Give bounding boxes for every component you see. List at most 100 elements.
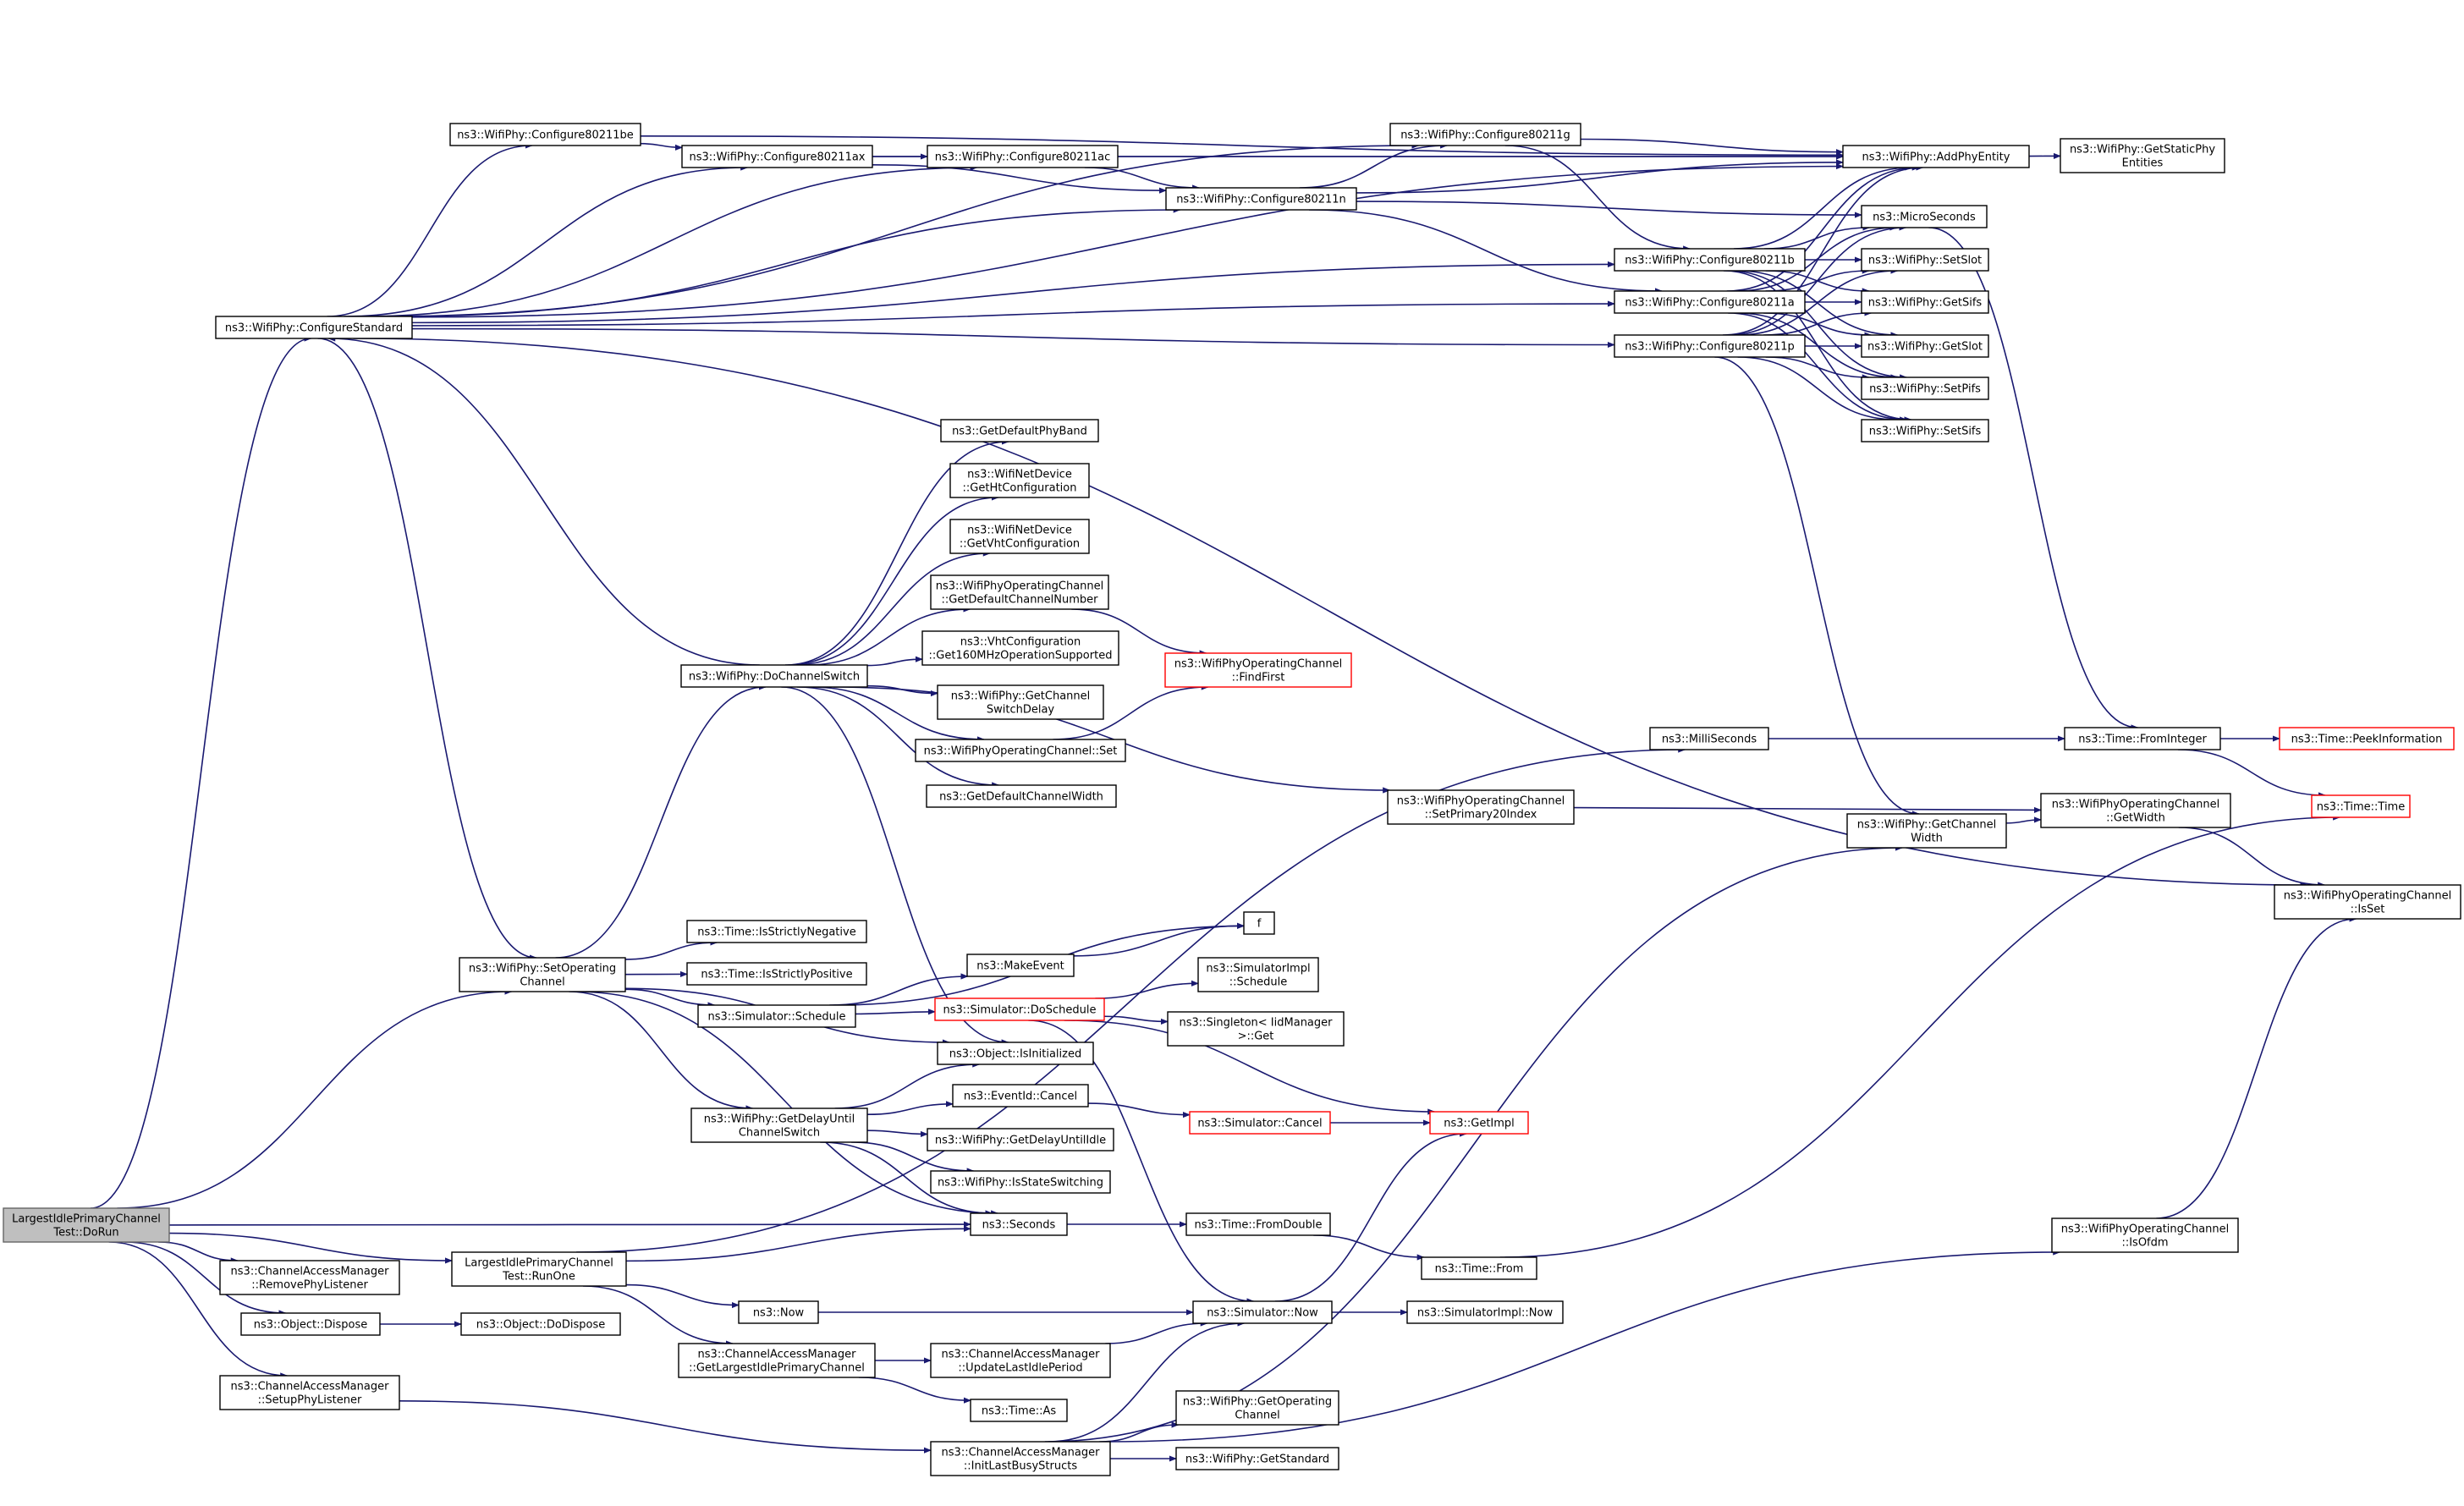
node-isStateSw[interactable]: ns3::WifiPhy::IsStateSwitching bbox=[930, 1170, 1111, 1194]
edge-initLast-to-simNow bbox=[1048, 1320, 1246, 1443]
node-c80211a[interactable]: ns3::WifiPhy::Configure80211a bbox=[1614, 290, 1806, 314]
edge-simNow-to-getImpl bbox=[1274, 1130, 1468, 1302]
node-simSched[interactable]: ns3::Simulator::Schedule bbox=[697, 1004, 856, 1028]
node-label-opGetWidth-1: ::GetWidth bbox=[2106, 812, 2165, 825]
node-strictPos[interactable]: ns3::Time::IsStrictlyPositive bbox=[686, 962, 867, 986]
edge-simSched-to-makeEvent bbox=[829, 973, 969, 1006]
node-setPifs[interactable]: ns3::WifiPhy::SetPifs bbox=[1861, 376, 1989, 400]
node-getVht[interactable]: ns3::WifiNetDevice::GetVhtConfiguration bbox=[949, 519, 1090, 554]
node-label-simImplSched-0: ns3::SimulatorImpl bbox=[1206, 963, 1310, 976]
node-opGetWidth[interactable]: ns3::WifiPhyOperatingChannel::GetWidth bbox=[2040, 793, 2231, 828]
node-addPhy[interactable]: ns3::WifiPhy::AddPhyEntity bbox=[1842, 145, 2030, 168]
node-label-timeFrom-0: ns3::Time::From bbox=[1435, 1263, 1524, 1276]
edge-doChSwitch-to-setPrim20 bbox=[833, 686, 1391, 794]
node-box-dispose bbox=[240, 1312, 381, 1336]
node-c80211p[interactable]: ns3::WifiPhy::Configure80211p bbox=[1614, 334, 1806, 358]
node-label-getChSwDelay-1: SwitchDelay bbox=[987, 704, 1055, 717]
edge-root-to-setOpCh bbox=[117, 988, 513, 1209]
node-getImpl[interactable]: ns3::GetImpl bbox=[1429, 1111, 1529, 1135]
node-simCancel[interactable]: ns3::Simulator::Cancel bbox=[1189, 1111, 1331, 1135]
node-doSched[interactable]: ns3::Simulator::DoSchedule bbox=[934, 998, 1105, 1021]
node-configStd[interactable]: ns3::WifiPhy::ConfigureStandard bbox=[215, 316, 413, 339]
node-f[interactable]: f bbox=[1243, 911, 1275, 935]
node-simImplSched[interactable]: ns3::SimulatorImpl::Schedule bbox=[1197, 957, 1319, 992]
node-timeFrom[interactable]: ns3::Time::From bbox=[1421, 1256, 1537, 1280]
node-getLargest[interactable]: ns3::ChannelAccessManager::GetLargestIdl… bbox=[678, 1343, 876, 1378]
node-milli[interactable]: ns3::MilliSeconds bbox=[1649, 727, 1769, 750]
node-singleton[interactable]: ns3::Singleton< IidManager>::Get bbox=[1167, 1011, 1345, 1047]
node-getStandard[interactable]: ns3::WifiPhy::GetStandard bbox=[1175, 1447, 1339, 1470]
node-vht160[interactable]: ns3::VhtConfiguration::Get160MHzOperatio… bbox=[921, 630, 1119, 666]
node-box-fromInt bbox=[2064, 727, 2221, 750]
edge-fromDouble-to-timeFrom bbox=[1313, 1234, 1425, 1261]
node-getDelayIdle[interactable]: ns3::WifiPhy::GetDelayUntilIdle bbox=[927, 1128, 1114, 1151]
node-setSlot[interactable]: ns3::WifiPhy::SetSlot bbox=[1861, 248, 1989, 272]
node-isInit[interactable]: ns3::Object::IsInitialized bbox=[937, 1042, 1094, 1065]
node-label-runOne-1: Test::RunOne bbox=[502, 1271, 575, 1283]
node-evCancel[interactable]: ns3::EventId::Cancel bbox=[952, 1084, 1089, 1108]
node-c80211n[interactable]: ns3::WifiPhy::Configure80211n bbox=[1165, 187, 1357, 211]
node-fromDouble[interactable]: ns3::Time::FromDouble bbox=[1185, 1212, 1331, 1236]
node-label-setPifs-0: ns3::WifiPhy::SetPifs bbox=[1869, 383, 1981, 396]
node-updateLast[interactable]: ns3::ChannelAccessManager::UpdateLastIdl… bbox=[930, 1343, 1111, 1378]
node-setupListener[interactable]: ns3::ChannelAccessManager::SetupPhyListe… bbox=[219, 1375, 400, 1410]
node-doDispose[interactable]: ns3::Object::DoDispose bbox=[460, 1312, 621, 1336]
edge-getDelayUntil-to-isInit bbox=[834, 1061, 981, 1109]
node-c80211ac[interactable]: ns3::WifiPhy::Configure80211ac bbox=[927, 145, 1119, 168]
node-label-simImplNow-0: ns3::SimulatorImpl::Now bbox=[1417, 1307, 1554, 1320]
node-getDefBand[interactable]: ns3::GetDefaultPhyBand bbox=[940, 419, 1099, 442]
node-timeAs[interactable]: ns3::Time::As bbox=[970, 1399, 1068, 1422]
node-simImplNow[interactable]: ns3::SimulatorImpl::Now bbox=[1406, 1300, 1564, 1324]
node-findFirst[interactable]: ns3::WifiPhyOperatingChannel::FindFirst bbox=[1164, 652, 1352, 688]
node-setPrim20[interactable]: ns3::WifiPhyOperatingChannel::SetPrimary… bbox=[1387, 789, 1575, 825]
edge-doChSwitch-to-vht160 bbox=[866, 656, 923, 667]
node-peekInfo[interactable]: ns3::Time::PeekInformation bbox=[2279, 727, 2455, 750]
node-getDefChNum[interactable]: ns3::WifiPhyOperatingChannel::GetDefault… bbox=[930, 574, 1109, 610]
node-seconds[interactable]: ns3::Seconds bbox=[970, 1212, 1068, 1236]
node-removeListener[interactable]: ns3::ChannelAccessManager::RemovePhyList… bbox=[219, 1260, 400, 1295]
node-strictNeg[interactable]: ns3::Time::IsStrictlyNegative bbox=[686, 920, 867, 943]
node-getHt[interactable]: ns3::WifiNetDevice::GetHtConfiguration bbox=[949, 463, 1090, 498]
node-doChSwitch[interactable]: ns3::WifiPhy::DoChannelSwitch bbox=[680, 664, 868, 688]
node-setSifs[interactable]: ns3::WifiPhy::SetSifs bbox=[1861, 419, 1989, 442]
node-initLast[interactable]: ns3::ChannelAccessManager::InitLastBusyS… bbox=[930, 1441, 1111, 1476]
node-makeEvent[interactable]: ns3::MakeEvent bbox=[966, 954, 1075, 977]
node-c80211b[interactable]: ns3::WifiPhy::Configure80211b bbox=[1614, 248, 1806, 272]
node-micro[interactable]: ns3::MicroSeconds bbox=[1861, 205, 1988, 228]
node-label-isOfdm-0: ns3::WifiPhyOperatingChannel bbox=[2061, 1223, 2230, 1236]
node-c80211g[interactable]: ns3::WifiPhy::Configure80211g bbox=[1389, 123, 1581, 146]
node-label-root-0: LargestIdlePrimaryChannel bbox=[12, 1213, 161, 1226]
node-getSifs[interactable]: ns3::WifiPhy::GetSifs bbox=[1861, 290, 1989, 314]
node-simNow[interactable]: ns3::Simulator::Now bbox=[1192, 1300, 1333, 1324]
node-opIsSet[interactable]: ns3::WifiPhyOperatingChannel::IsSet bbox=[2274, 884, 2461, 920]
node-getDefChWidth[interactable]: ns3::GetDefaultChannelWidth bbox=[926, 784, 1117, 808]
node-getSlot[interactable]: ns3::WifiPhy::GetSlot bbox=[1861, 334, 1989, 358]
node-timeTime[interactable]: ns3::Time::Time bbox=[2311, 794, 2411, 818]
node-box-getDefBand bbox=[940, 419, 1099, 442]
node-box-isOfdm bbox=[2051, 1217, 2239, 1253]
node-dispose[interactable]: ns3::Object::Dispose bbox=[240, 1312, 381, 1336]
edge-getDelayUntil-to-evCancel bbox=[866, 1101, 954, 1116]
edge-c80211a-to-setSifs bbox=[1728, 312, 1908, 423]
node-opChSet[interactable]: ns3::WifiPhyOperatingChannel::Set bbox=[915, 739, 1126, 762]
node-label-c80211n-0: ns3::WifiPhy::Configure80211n bbox=[1176, 194, 1346, 206]
node-box-getLargest bbox=[678, 1343, 876, 1378]
node-isOfdm[interactable]: ns3::WifiPhyOperatingChannel::IsOfdm bbox=[2051, 1217, 2239, 1253]
node-c80211be[interactable]: ns3::WifiPhy::Configure80211be bbox=[449, 123, 641, 146]
edge-doChSwitch-to-opChSet bbox=[810, 686, 985, 743]
edge-c80211n-to-addPhy bbox=[1356, 159, 1844, 194]
node-c80211ax[interactable]: ns3::WifiPhy::Configure80211ax bbox=[681, 145, 873, 168]
node-box-getHt bbox=[949, 463, 1090, 498]
node-fromInt[interactable]: ns3::Time::FromInteger bbox=[2064, 727, 2221, 750]
edge-initLast-to-isOfdm bbox=[1105, 1249, 2061, 1443]
node-now[interactable]: ns3::Now bbox=[738, 1300, 819, 1324]
node-box-getImpl bbox=[1429, 1111, 1529, 1135]
